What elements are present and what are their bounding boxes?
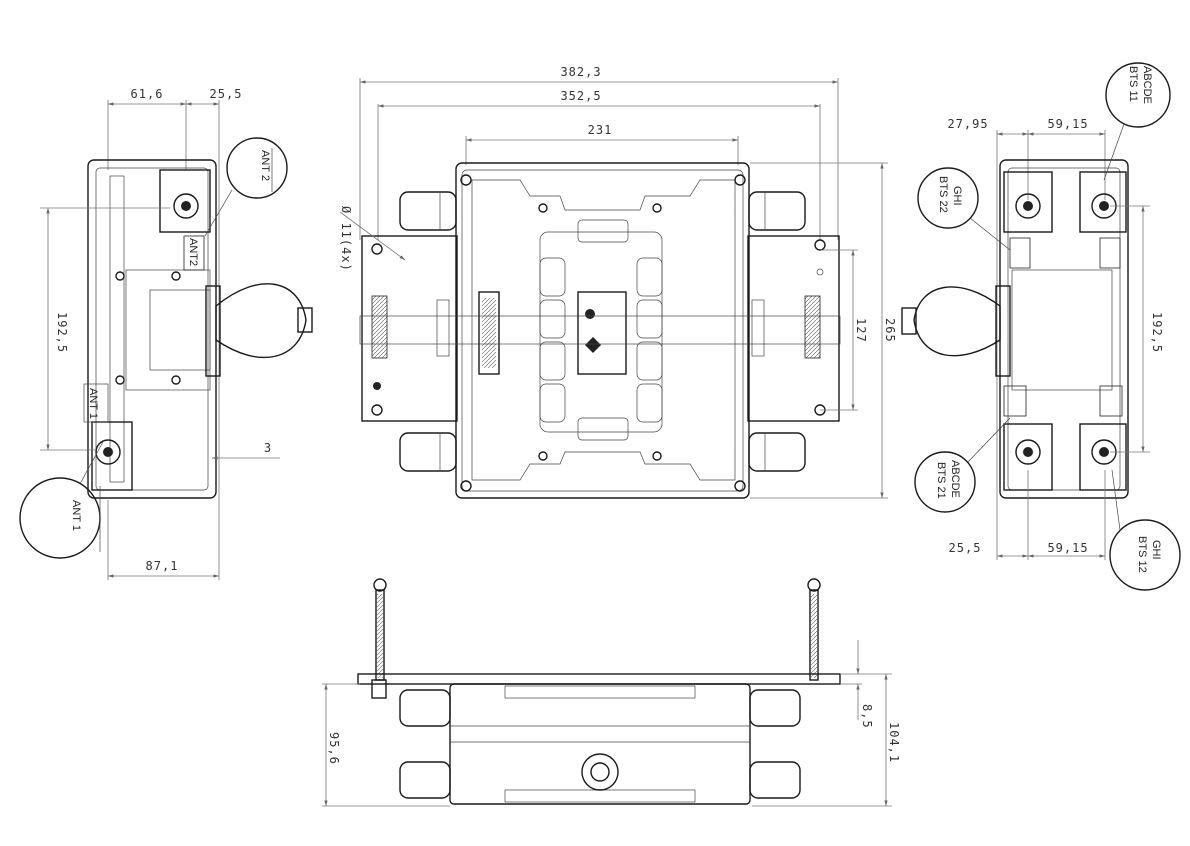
callout-ant2: ANT 2 [259,150,271,181]
callout-bts21-b: BTS 21 [935,462,947,499]
label-ant2-small: ANT2 [187,238,199,266]
callout-bts22-a: GHI [951,186,963,206]
right-side-view [901,62,1181,591]
dim-27-95: 27,95 [947,117,988,131]
label-ant1-small: ANT 1 [87,388,99,419]
callout-ant1: ANT 1 [70,500,82,531]
front-view [339,78,888,499]
callout-bts11-a: ABCDE [1141,66,1153,104]
dim-59-15-top: 59,15 [1047,117,1088,131]
dim-265: 265 [883,318,897,343]
callout-bts22-b: BTS 22 [937,176,949,213]
dim-87-1: 87,1 [146,559,179,573]
left-side-view [19,100,313,580]
dim-95-6: 95,6 [327,732,341,765]
dim-25-5-right: 25,5 [949,541,982,555]
dim-25-5-left: 25,5 [210,87,243,101]
dim-231: 231 [588,123,613,137]
dim-phi-11: Ø 11(4x) [339,206,353,272]
dim-3: 3 [264,441,272,455]
callout-bts12-b: BTS 12 [1136,536,1148,573]
dim-352-5: 352,5 [560,89,601,103]
dim-59-15-bottom: 59,15 [1047,541,1088,555]
dim-127: 127 [854,318,868,343]
callout-bts21-a: ABCDE [949,460,961,498]
dim-8-5: 8,5 [860,704,874,729]
dim-104-1: 104,1 [887,722,901,763]
dim-382-3: 382,3 [560,65,601,79]
dim-192-5-right: 192,5 [1150,312,1164,353]
dim-192-5-left: 192,5 [55,312,69,353]
callout-bts12-a: GHI [1150,540,1162,560]
callout-bts11-b: BTS 11 [1127,66,1139,102]
dim-61-6: 61,6 [131,87,164,101]
bottom-view [322,578,892,807]
